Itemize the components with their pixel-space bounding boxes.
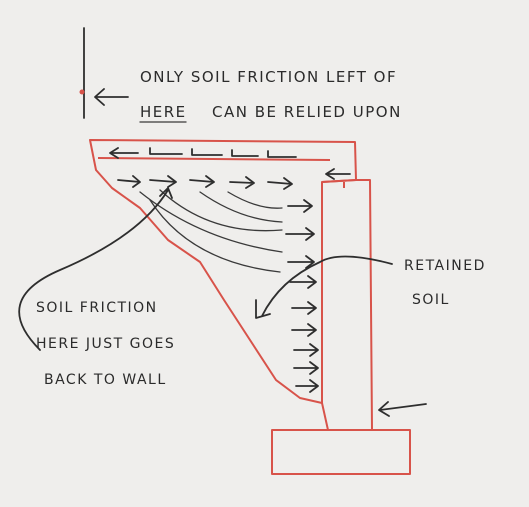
soil-surface-line: [97, 157, 331, 161]
left-note-line2: HERE JUST GOES: [36, 336, 175, 352]
soil-arrow: [229, 176, 255, 189]
friction-arrow: [231, 149, 259, 157]
top-note-line1: ONLY SOIL FRICTION LEFT OF: [140, 68, 397, 86]
wall-arrow: [293, 361, 319, 375]
transfer-curve: [199, 191, 283, 223]
friction-arrow: [109, 147, 139, 159]
soil-arrow: [117, 175, 141, 188]
wall-stem: [321, 179, 373, 431]
friction-arrow: [325, 168, 351, 180]
wall-arrow: [291, 301, 317, 315]
transfer-curve: [227, 191, 283, 209]
top-note-line2: CAN BE RELIED UPON: [212, 103, 402, 121]
soil-arrow: [149, 175, 177, 188]
wall-arrow: [289, 275, 317, 289]
wall-pointer-arrow: [378, 401, 427, 417]
transfer-curve: [149, 199, 281, 273]
wall-arrow: [287, 199, 313, 213]
left-note-leader: [18, 187, 173, 351]
right-note-line2: SOIL: [412, 292, 450, 308]
wall-face-arrows: [285, 199, 319, 393]
reference-dot: [79, 89, 85, 95]
friction-arrow: [191, 148, 223, 156]
soil-wedge-outline: [89, 139, 357, 404]
transfer-curve: [139, 191, 283, 253]
right-note-leader: [255, 255, 393, 319]
top-note-here: HERE: [140, 103, 187, 121]
right-note-line1: RETAINED: [404, 258, 486, 274]
friction-arrow: [267, 150, 297, 158]
pointer-arrow-left: [94, 88, 129, 106]
left-note-line3: BACK TO WALL: [44, 372, 167, 388]
wall-footing: [271, 429, 411, 475]
second-row-arrows: [117, 175, 293, 190]
transfer-curve: [159, 189, 283, 232]
top-friction-arrows: [109, 147, 351, 180]
soil-arrow: [267, 177, 293, 190]
wall-arrow: [287, 255, 315, 269]
friction-transfer-curves: [139, 189, 283, 273]
left-note-line1: SOIL FRICTION: [36, 300, 158, 316]
wall-arrow: [291, 323, 317, 337]
soil-arrow: [189, 175, 215, 188]
wall-arrow: [295, 379, 319, 393]
wall-arrow: [293, 343, 319, 357]
wall-arrow: [285, 227, 315, 241]
friction-arrow: [149, 147, 183, 155]
